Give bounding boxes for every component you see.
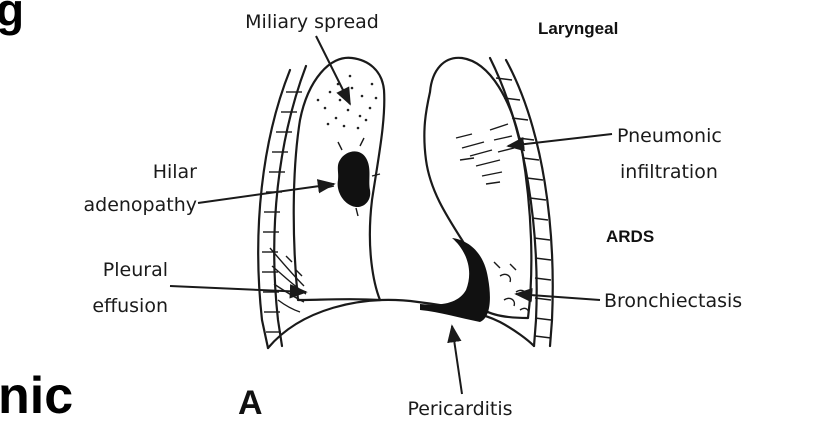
arrow-miliary [316, 36, 350, 104]
arrow-pneumonic [508, 134, 612, 146]
label-pleural-line1: Pleural [103, 259, 168, 281]
arrow-pericarditis [452, 326, 462, 394]
label-pneumonic-line2: infiltration [620, 161, 718, 183]
right-chest-wall [490, 58, 553, 346]
miliary-dots [317, 75, 378, 130]
arrow-pleural [170, 286, 306, 292]
pericardial-effusion [420, 238, 490, 322]
label-miliary-spread: Miliary spread [245, 11, 379, 33]
label-pneumonic-line1: Pneumonic [617, 125, 722, 147]
label-hilar-line2: adenopathy [84, 194, 198, 216]
diaphragm [268, 300, 534, 348]
left-chest-wall [258, 66, 306, 348]
panel-letter: A [238, 384, 263, 422]
slide-fragment-bottom: nic [0, 367, 73, 425]
slide-fragment-top: g [0, 0, 24, 36]
bronchiectasis-texture [494, 262, 529, 316]
label-hilar-line1: Hilar [153, 161, 197, 183]
label-bronchiectasis: Bronchiectasis [604, 290, 742, 312]
label-laryngeal: Laryngeal [538, 19, 618, 38]
label-pleural-line2: effusion [92, 295, 168, 317]
arrow-hilar [198, 184, 334, 203]
label-pericarditis: Pericarditis [407, 398, 512, 420]
label-ards: ARDS [606, 227, 654, 246]
arrow-bronchiectasis [516, 294, 600, 300]
pneumonic-infiltrate [456, 124, 514, 184]
